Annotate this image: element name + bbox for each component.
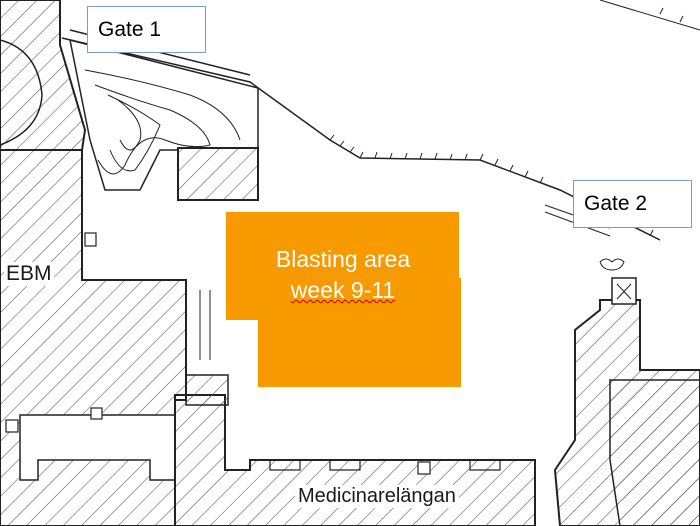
contour-line-4 [117,99,142,151]
gate-1-label: Gate 1 [87,6,206,53]
medicinarelangan-label: Medicinarelängan [295,485,459,508]
ebm-building-label: EBM [4,262,54,286]
ebm-small-box-3 [84,232,97,247]
arc-feature [0,39,43,146]
ebm-small-box-2 [90,407,103,420]
contour-line-3 [107,94,161,172]
blasting-area [226,212,461,387]
med-notches [269,460,501,471]
gate-1-text: Gate 1 [98,17,162,41]
east-tree-symbol [599,258,625,271]
east-inner-building [609,379,700,526]
contour-line-1 [84,69,241,141]
ebm-north-wing [0,0,87,151]
top-right-edge [599,0,700,31]
gate-2-label: Gate 2 [573,180,692,228]
blasting-area-line-2: week 9-11 [290,277,396,303]
north-block [177,147,259,201]
ebm-small-box-1 [5,419,19,433]
ebm-connector [185,374,229,406]
blasting-area-label: Blasting area week 9-11 [226,244,460,306]
contour-line-2 [94,84,211,175]
gate-2-text: Gate 2 [584,192,648,215]
blasting-area-line-1: Blasting area [275,246,411,272]
east-stair-symbol [616,283,632,300]
med-small-box [417,461,431,475]
